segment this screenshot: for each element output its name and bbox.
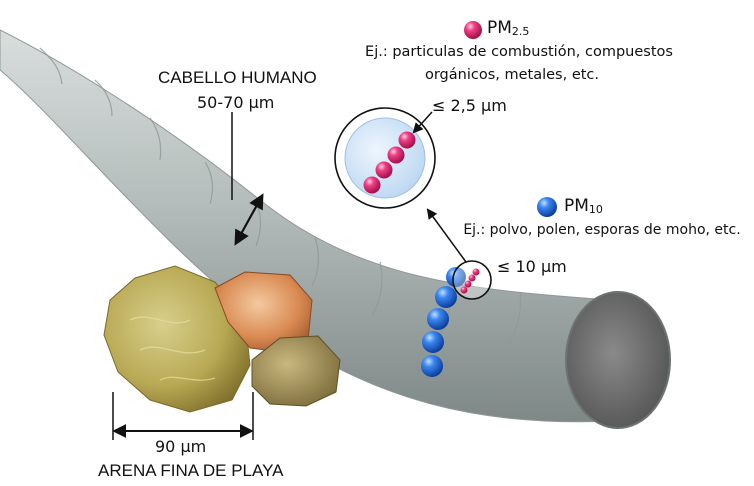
pm25-small-chain: [460, 268, 480, 294]
pm25-title: PM2.5: [487, 18, 529, 38]
pm10-particle: [435, 286, 457, 308]
human-hair-illustration: [0, 29, 671, 429]
pm25-particle: [363, 176, 381, 194]
zoom-leader-arrow: [426, 208, 467, 263]
pm10-examples: Ej.: polvo, polen, esporas de moho, etc.: [463, 222, 741, 238]
sand-grains-illustration: [103, 265, 341, 413]
pm25-examples-line1: Ej.: particulas de combustión, compuesto…: [365, 44, 673, 60]
pm25-name: PM: [487, 18, 512, 38]
sand-title: ARENA FINA DE PLAYA: [98, 461, 284, 480]
pm10-size: ≤ 10 µm: [497, 257, 567, 276]
pm25-particle: [387, 146, 405, 164]
pm10-particle: [446, 267, 466, 287]
pm25-legend-dot: [464, 21, 482, 39]
hair-title: CABELLO HUMANO: [158, 68, 317, 87]
pm10-name: PM: [564, 196, 589, 216]
pm25-examples-line2: orgánicos, metales, etc.: [424, 67, 600, 83]
pm25-particle: [398, 131, 416, 149]
pm10-subscript: 10: [588, 203, 603, 216]
pm10-particle: [421, 355, 443, 377]
pm25-zoom-bubble: [334, 107, 436, 209]
pm25-subscript: 2.5: [511, 25, 530, 38]
pm25-size-pointer: [412, 111, 433, 134]
pm25-particle: [375, 161, 393, 179]
hair-size: 50-70 µm: [197, 93, 275, 112]
sand-size: 90 µm: [155, 437, 207, 456]
pm10-particle: [427, 308, 449, 330]
pm10-title: PM10: [564, 196, 603, 216]
pm10-particle: [422, 331, 444, 353]
pm10-legend-dot: [537, 197, 557, 217]
hair-diameter-arrow: [234, 193, 264, 246]
pm10-particle-chain: [421, 267, 466, 377]
pm25-size: ≤ 2,5 µm: [432, 96, 507, 115]
